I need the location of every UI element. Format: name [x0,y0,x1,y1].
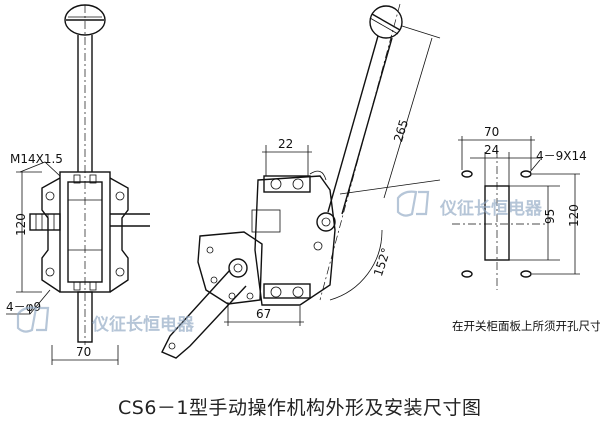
cutout-inner-height: 95 [543,209,557,224]
panel-cutout: 70 24 4－9X14 95 120 在开关柜面板上所须开孔尺寸 [452,125,600,333]
front-dimensions [6,161,119,365]
watermark-text-right: 仪征长恒电器 [439,198,543,219]
front-view: M14X1.5 120 4－φ9 70 [6,4,150,365]
cutout-inner-width: 24 [484,143,499,157]
side-body [161,170,336,359]
front-hole-label: 4－φ9 [6,300,41,314]
watermark-logo-icon [396,190,430,217]
front-body [29,171,150,343]
cutout-holes [461,170,532,278]
side-length-dim: 265 [391,118,411,144]
watermark-right: 仪征长恒电器 [396,190,543,219]
watermark-text-left: 仪征长恒电器 [91,314,195,335]
side-view: 22 265 152° 67 [161,3,441,359]
cutout-note: 在开关柜面板上所须开孔尺寸 [452,319,600,333]
side-knob [369,5,403,39]
side-bottom-dim: 67 [256,307,271,321]
watermark-logo-icon [16,306,50,333]
watermark-left: 仪征长恒电器 [16,306,195,335]
front-width-dim: 70 [76,345,91,359]
cutout-outer-height: 120 [567,204,581,227]
front-thread-label: M14X1.5 [10,152,63,166]
front-handle-rod [77,5,93,345]
side-handle-rod [319,3,401,301]
cutout-outer-width: 70 [484,125,499,139]
drawing-title: CS6－1型手动操作机构外形及安装尺寸图 [118,397,482,419]
side-top-dim: 22 [278,137,293,151]
cutout-dimensions [458,136,580,275]
side-angle-dim: 152° [371,246,393,278]
side-dimensions [224,25,441,326]
cutout-holes-label: 4－9X14 [536,149,587,163]
front-height-dim: 120 [14,213,28,236]
